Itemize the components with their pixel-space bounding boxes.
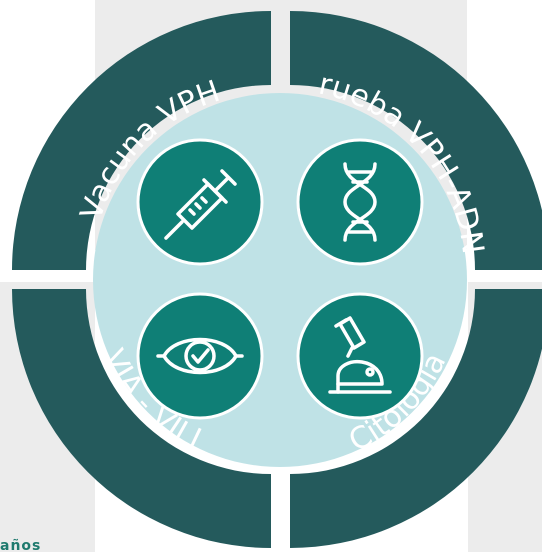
outer-ring [12,11,542,548]
syringe-icon[interactable] [136,138,264,266]
segment-via-vili[interactable] [12,289,271,548]
segment-vacuna-vph[interactable] [12,11,271,270]
segment-prueba-vph-adn[interactable] [290,11,542,270]
segment-citologia[interactable] [290,289,542,548]
microscope-icon[interactable] [296,292,424,420]
dna-icon[interactable] [296,138,424,266]
eye-check-icon[interactable] [136,292,264,420]
footer-text-fragment: años [0,538,42,552]
